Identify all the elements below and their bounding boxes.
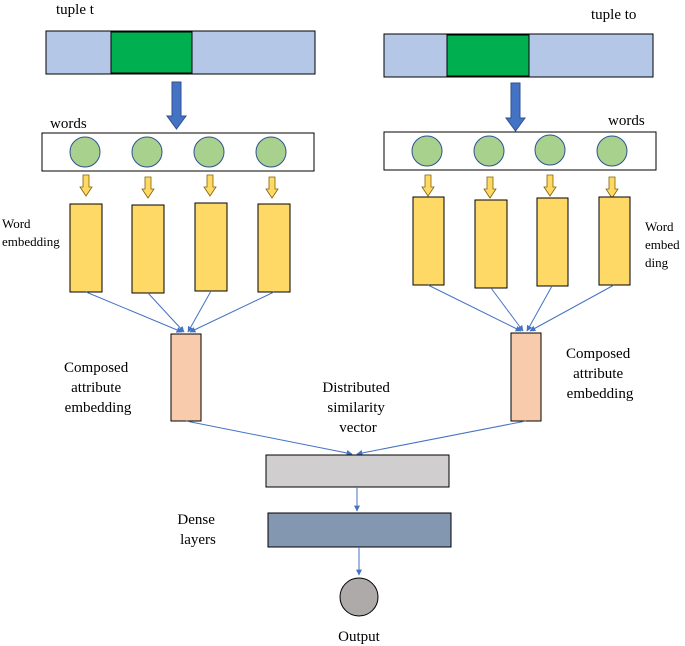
distributed-similarity-label: Distributed similarity vector (322, 380, 393, 436)
tuple-to-attribute-highlight (446, 34, 530, 77)
composed-embedding-right (510, 332, 542, 422)
tuple-to-label: tuple to (591, 7, 636, 23)
composed-to-similarity-connectors (185, 420, 527, 456)
word-node-left-4 (255, 136, 287, 168)
embedding-to-composed-connectors-left (85, 290, 275, 333)
word-node-right-2 (473, 135, 505, 167)
tuple-to-down-arrow (505, 82, 526, 132)
words-right-box (383, 131, 657, 171)
word-node-right-3 (534, 134, 566, 166)
embedding-left-1 (69, 203, 103, 293)
composed-embedding-left (170, 333, 202, 422)
tuple-t-label: tuple t (56, 2, 95, 18)
tuple-t-down-arrow (166, 81, 187, 130)
dense-layers-box (267, 512, 452, 548)
composed-right-label: Composed attribute embedding (566, 346, 634, 402)
tuple-t-bar (45, 30, 316, 75)
output-label: Output (338, 629, 381, 645)
embedding-left-4 (257, 203, 291, 293)
embedding-to-composed-connectors-right (427, 284, 615, 332)
word-node-left-1 (69, 136, 101, 168)
embedding-right-1 (412, 196, 445, 286)
words-left-label: words (50, 116, 87, 132)
word-embeddings-right (412, 196, 631, 289)
word-to-embedding-arrows-left (79, 174, 279, 199)
word-to-embedding-arrows-right (421, 174, 619, 199)
word-node-right-4 (596, 135, 628, 167)
embedding-left-2 (131, 204, 165, 294)
word-node-left-3 (193, 136, 225, 168)
word-node-left-2 (131, 136, 163, 168)
tuple-to-bar (383, 33, 654, 78)
similarity-vector-box (265, 454, 450, 488)
embedding-right-3 (536, 197, 569, 287)
word-embeddings-left (69, 202, 291, 294)
tuple-t-attribute-highlight (110, 31, 193, 74)
words-right-label: words (608, 113, 645, 129)
output-node (339, 577, 379, 617)
embedding-left-3 (194, 202, 228, 292)
embedding-right-2 (474, 199, 508, 289)
word-embedding-right-label: Word embed ding (645, 219, 683, 270)
words-left-box (41, 132, 315, 172)
composed-left-label: Composed attribute embedding (64, 360, 132, 416)
embedding-right-4 (598, 196, 631, 286)
word-embedding-left-label: Word embedding (2, 216, 60, 249)
word-node-right-1 (411, 135, 443, 167)
dense-layers-label: Dense layers (177, 512, 218, 548)
